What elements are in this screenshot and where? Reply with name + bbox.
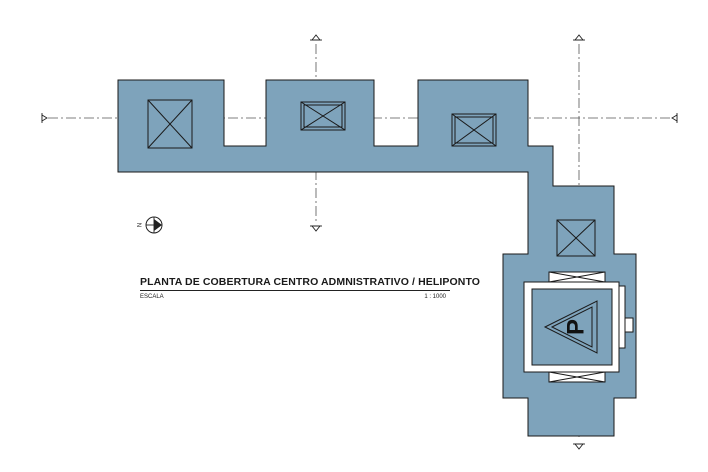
skylight-x-icon [451,113,497,147]
roof-outline [117,79,637,437]
north-arrow-icon: N [138,216,163,234]
section-markers [41,34,678,450]
section-marker-icon [310,34,322,41]
heliport: P [523,271,634,383]
section-marker-icon [310,225,322,232]
title-divider [140,290,450,291]
skylight-x-icon [147,99,193,149]
skylight-x-icon [556,219,596,257]
skylight-x-icon [300,101,346,131]
skylights [147,99,596,257]
section-marker-icon [671,113,678,123]
title-block: PLANTA DE COBERTURA CENTRO ADMNISTRATIVO… [140,276,481,300]
drawing-title: PLANTA DE COBERTURA CENTRO ADMNISTRATIVO… [140,276,481,288]
north-letter: N [138,223,144,227]
heliport-tab [624,317,634,333]
section-marker-icon [573,443,585,450]
heliport-letter: P [562,319,589,335]
heliport-edge-top [548,271,606,283]
scale-label: ESCALA [140,294,164,300]
scale-row: ESCALA 1 : 1000 [140,294,450,300]
heliport-triangle-icon [543,300,598,354]
heliport-edge-bottom [548,371,606,383]
section-marker-icon [41,113,48,123]
scale-value: 1 : 1000 [424,294,446,300]
section-marker-icon [573,34,585,41]
